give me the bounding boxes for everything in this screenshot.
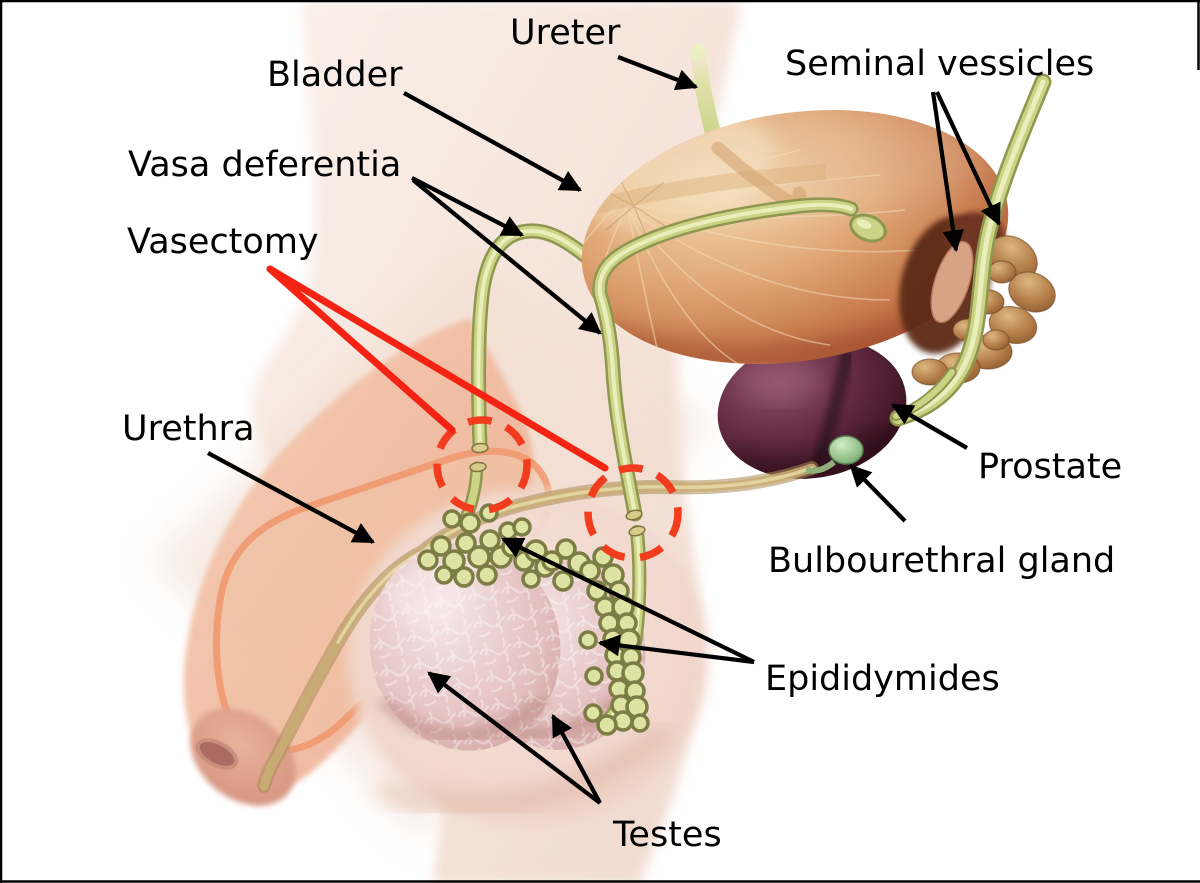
arrow-vasa-deferentia-2 xyxy=(411,178,602,335)
vasectomy-site-circle-left xyxy=(433,416,531,514)
label-vasa-deferentia: Vasa deferentia xyxy=(128,145,401,185)
arrow-bulbourethral-gland xyxy=(849,464,907,523)
ureter-right-tube xyxy=(889,73,1052,427)
arrow-testes-2 xyxy=(551,714,602,804)
testis-left-shape xyxy=(369,541,561,751)
vasectomy-pointer-lines xyxy=(266,265,609,472)
vas-cut-ends xyxy=(469,442,646,537)
label-bladder: Bladder xyxy=(267,55,403,95)
arrow-vasa-deferentia-1 xyxy=(411,176,524,237)
bladder-hub-lines xyxy=(599,175,669,241)
vas-deferens-left xyxy=(470,223,596,453)
arrow-bladder xyxy=(402,91,582,192)
label-prostate: Prostate xyxy=(978,447,1122,487)
urethral-meatus xyxy=(195,738,239,770)
label-arrows xyxy=(207,55,1001,805)
bulbourethral-gland-shape xyxy=(805,435,864,474)
arrow-seminal-vesicles-1 xyxy=(930,91,964,253)
ureter-strap-cross xyxy=(586,164,827,216)
vas-deferens-right xyxy=(592,197,887,522)
arrow-seminal-vesicles-2 xyxy=(935,91,1001,226)
vesicle-pink-finger xyxy=(930,240,974,324)
labels: Ureter Bladder Vasa deferentia Vasectomy… xyxy=(122,13,1122,855)
arrow-testes-1 xyxy=(427,671,602,805)
arrow-urethra xyxy=(207,451,375,544)
label-vasectomy: Vasectomy xyxy=(127,222,319,262)
arrow-epididymides-1 xyxy=(501,537,755,664)
arrow-epididymides-2 xyxy=(597,634,755,665)
label-epididymides: Epididymides xyxy=(765,659,1000,699)
vasectomy-site-circle-right xyxy=(584,464,682,562)
label-urethra: Urethra xyxy=(122,409,255,449)
label-testes: Testes xyxy=(612,815,722,855)
label-ureter: Ureter xyxy=(510,13,621,53)
label-bulbourethral-gland: Bulbourethral gland xyxy=(768,541,1115,581)
label-seminal-vesicles: Seminal vessicles xyxy=(785,44,1094,84)
arrow-ureter xyxy=(617,55,699,91)
arrow-prostate xyxy=(891,403,969,450)
